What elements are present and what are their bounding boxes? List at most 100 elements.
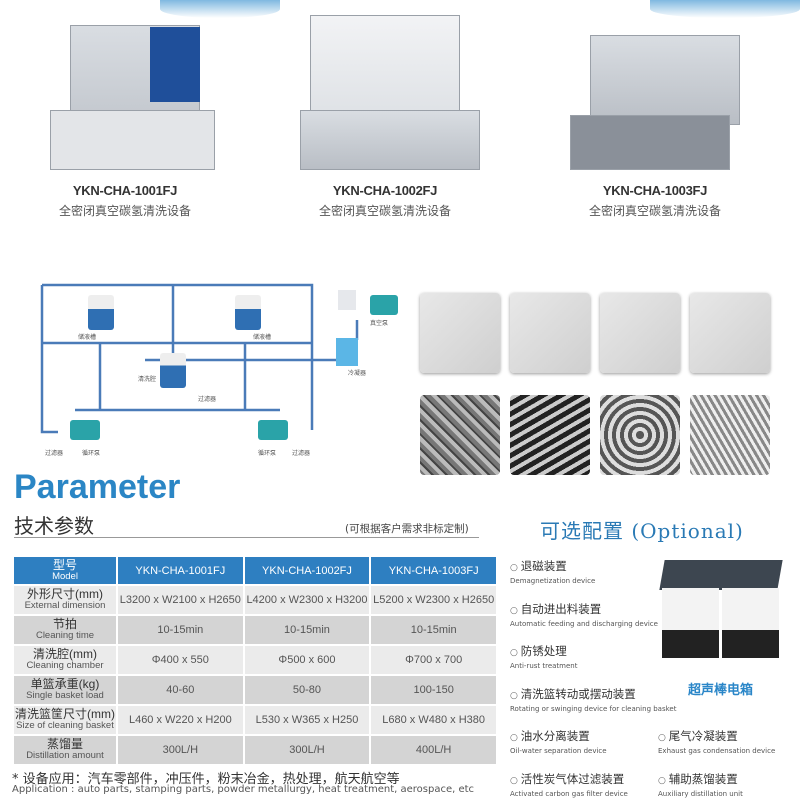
- item-cn: 活性炭气体过滤装置: [520, 772, 625, 786]
- storage-tank-icon: [235, 295, 261, 330]
- label-tank: 储液槽: [78, 334, 97, 341]
- item-en: Anti-rust treatment: [510, 662, 578, 670]
- process-flow-diagram: 储液槽 储液槽 清洗腔 过滤器 冷凝器 真空泵 过滤器 循环泵 循环泵 过滤器: [30, 260, 410, 460]
- label-tank: 储液槽: [253, 334, 272, 341]
- table-cell: L3200 x W2100 x H2650: [116, 584, 245, 616]
- parameter-title: Parameter: [14, 468, 181, 506]
- storage-tank-icon: [88, 295, 114, 330]
- item-cn: 清洗篮转动或摆动装置: [520, 687, 636, 701]
- item-cn: 尾气冷凝装置: [668, 729, 738, 743]
- label-condenser: 冷凝器: [348, 370, 367, 377]
- part-photo: [420, 293, 500, 373]
- table-cell: Φ400 x 550: [116, 644, 245, 676]
- application-en: Application : auto parts, stamping parts…: [12, 784, 475, 795]
- table-cell: Φ500 x 600: [242, 644, 372, 676]
- water-splash: [650, 0, 800, 18]
- table-cell: L680 x W480 x H380: [369, 704, 498, 736]
- row-label-en: Single basket load: [26, 690, 104, 701]
- table-cell: 10-15min: [116, 614, 245, 646]
- item-en: Demagnetization device: [510, 577, 596, 585]
- optional-item: ○ 防锈处理 Anti-rust treatment: [510, 643, 578, 673]
- condenser-icon: [336, 338, 358, 366]
- item-cn: 辅助蒸馏装置: [668, 772, 738, 786]
- bullet-circle-icon: ○: [510, 776, 521, 786]
- row-label: 单篮承重(kg)Single basket load: [12, 674, 118, 706]
- part-photo: [600, 395, 680, 475]
- label-filter: 过滤器: [45, 450, 64, 457]
- part-photo: [690, 293, 770, 373]
- table-cell: L4200 x W2300 x H3200: [242, 584, 372, 616]
- table-cell: 50-80: [242, 674, 372, 706]
- parameter-subtitle: 技术参数: [14, 514, 94, 538]
- label-filter: 过滤器: [198, 396, 217, 403]
- bullet-circle-icon: ○: [510, 733, 521, 743]
- row-label-cn: 单篮承重(kg): [30, 677, 100, 691]
- label-circ-pump: 循环泵: [82, 450, 101, 457]
- header-cell: YKN-CHA-1001FJ: [116, 555, 245, 586]
- table-cell: L5200 x W2300 x H2650: [369, 584, 498, 616]
- row-label-cn: 外形尺寸(mm): [27, 587, 103, 601]
- item-cn: 防锈处理: [520, 644, 567, 658]
- part-photo: [600, 293, 680, 373]
- row-label-en: Size of cleaning basket: [16, 720, 114, 731]
- table-cell: 40-60: [116, 674, 245, 706]
- item-cn: 退磁装置: [520, 559, 567, 573]
- header-cell: YKN-CHA-1003FJ: [369, 555, 498, 586]
- part-photo: [510, 395, 590, 475]
- bullet-circle-icon: ○: [510, 563, 521, 573]
- table-cell: 400L/H: [369, 734, 498, 766]
- item-cn: 油水分离装置: [520, 729, 590, 743]
- part-photo: [510, 293, 590, 373]
- table-cell: Φ700 x 700: [369, 644, 498, 676]
- machine-image-3: [570, 15, 750, 175]
- row-label-cn: 节拍: [52, 617, 77, 631]
- header-label-cn: 型号: [52, 557, 77, 572]
- label-filter: 过滤器: [292, 450, 311, 457]
- table-cell: 300L/H: [116, 734, 245, 766]
- optional-item: ○ 活性炭气体过滤装置 Activated carbon gas filter d…: [510, 771, 628, 801]
- circulation-pump-icon: [70, 420, 100, 440]
- product-desc-3: 全密闭真空碳氢清洗设备: [588, 204, 721, 218]
- divider: [14, 537, 479, 538]
- cleaning-chamber-icon: [160, 353, 186, 388]
- machine-image-1: [50, 15, 215, 175]
- vacuum-pump-icon: [370, 295, 398, 315]
- item-en: Activated carbon gas filter device: [510, 790, 628, 798]
- table-cell: L530 x W365 x H250: [242, 704, 372, 736]
- table-cell: 10-15min: [369, 614, 498, 646]
- header-label-en: Model: [52, 570, 78, 582]
- circulation-pump-icon: [258, 420, 288, 440]
- bullet-circle-icon: ○: [658, 733, 669, 743]
- machine-image-2: [300, 15, 480, 175]
- product-desc-1: 全密闭真空碳氢清洗设备: [58, 204, 191, 218]
- item-en: Auxiliary distillation unit: [658, 790, 743, 798]
- bullet-circle-icon: ○: [510, 648, 521, 658]
- bullet-circle-icon: ○: [510, 606, 521, 616]
- ultrasonic-box-caption: 超声棒电箱: [688, 683, 754, 698]
- header-cell: YKN-CHA-1002FJ: [242, 555, 372, 586]
- item-en: Exhaust gas condensation device: [658, 747, 776, 755]
- table-cell: 10-15min: [242, 614, 372, 646]
- row-label: 清洗腔(mm)Cleaning chamber: [12, 644, 118, 676]
- product-model-2: YKN-CHA-1002FJ: [332, 183, 438, 198]
- part-photo: [420, 395, 500, 475]
- row-label: 清洗篮筐尺寸(mm)Size of cleaning basket: [12, 704, 118, 736]
- item-en: Automatic feeding and discharging device: [510, 620, 658, 628]
- table-cell: L460 x W220 x H200: [116, 704, 245, 736]
- part-photo: [690, 395, 770, 475]
- row-label-en: Distillation amount: [26, 750, 104, 761]
- optional-title: 可选配置 (Optional): [540, 519, 744, 543]
- item-en: Rotating or swinging device for cleaning…: [510, 705, 677, 713]
- bullet-circle-icon: ○: [510, 691, 521, 701]
- parameter-note: (可根据客户需求非标定制): [345, 523, 469, 535]
